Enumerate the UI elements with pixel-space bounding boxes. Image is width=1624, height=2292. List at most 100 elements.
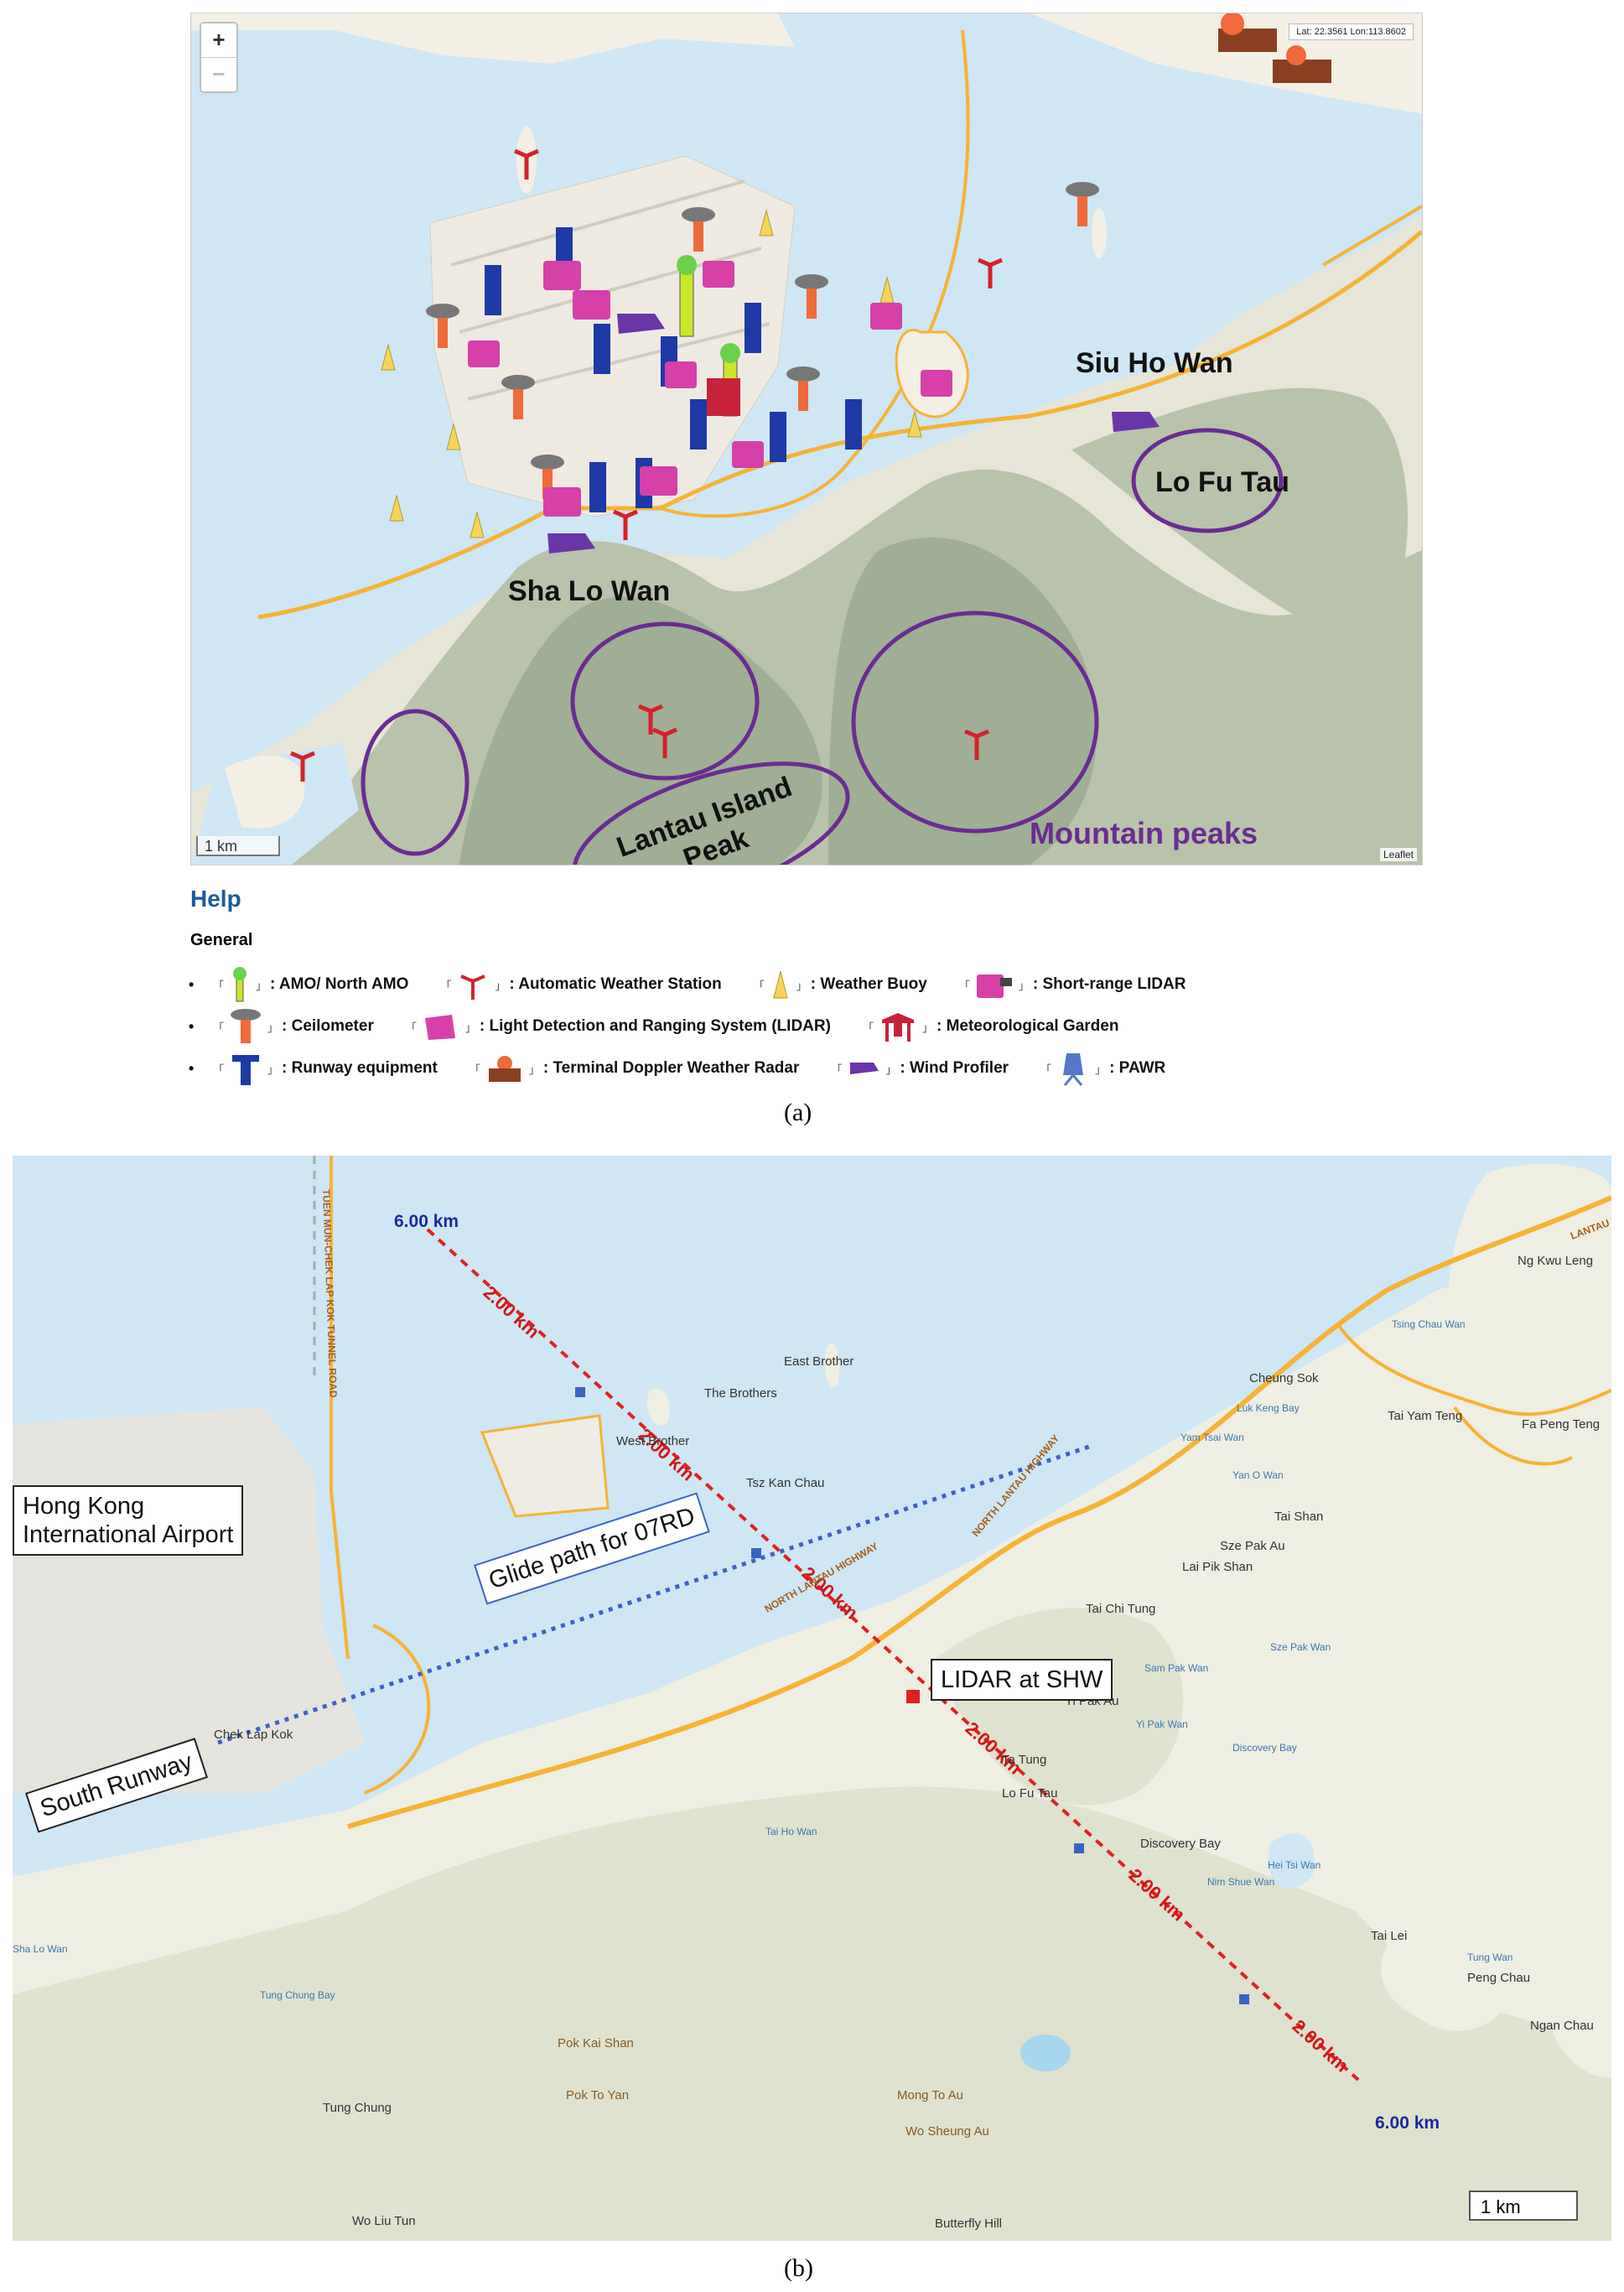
buoy-icon: [773, 970, 788, 999]
met-garden-marker: [707, 378, 740, 416]
scale-bar-b: 1 km: [1469, 2191, 1578, 2221]
place-label: Wo Sheung Au: [905, 2124, 989, 2139]
met-garden-icon: [881, 1013, 914, 1042]
wind-profiler-icon: [850, 1063, 879, 1074]
bullet: •: [189, 975, 195, 993]
place-label: Tsz Kan Chau: [746, 1476, 824, 1490]
place-label: Discovery Bay: [1232, 1742, 1297, 1754]
tdwr-icon: [488, 1056, 521, 1082]
coordinate-readout: Lat: 22.3561 Lon:113.8602: [1289, 23, 1414, 40]
distance-start: 6.00 km: [394, 1212, 459, 1231]
place-label: Ngan Chau: [1530, 2019, 1594, 2033]
legend-amo: 「」: AMO/ North AMO: [210, 966, 408, 1003]
legend-wind-profiler: 「」: Wind Profiler: [828, 1056, 1009, 1081]
place-label: Tai Yam Teng: [1388, 1409, 1462, 1423]
range-marker: [751, 1548, 761, 1558]
label-lo-fu-tau: Lo Fu Tau: [1155, 466, 1289, 498]
ceilometer-icon: [231, 1009, 262, 1043]
place-label: Tai Lei: [1371, 1929, 1407, 1943]
help-general-heading: General: [190, 931, 253, 949]
weather-station-icon: [460, 974, 486, 1000]
legend-met-garden: 「」: Meteorological Garden: [859, 1010, 1118, 1043]
legend-runway-equipment: 「」: Runway equipment: [210, 1050, 438, 1087]
help-title: Help: [190, 886, 241, 912]
legend-aws: 「」: Automatic Weather Station: [437, 968, 722, 1001]
lidar-icon: [424, 1015, 455, 1040]
place-label: Lai Pik Shan: [1182, 1560, 1253, 1574]
airport-label-line1: Hong Kong: [23, 1493, 145, 1520]
map-panel-b[interactable]: 6.00 km 6.00 km 2.00 km 2.00 km 2.00 km …: [13, 1156, 1611, 2241]
place-label: Lo Fu Tau: [1002, 1786, 1057, 1801]
place-label: Pok To Yan: [566, 2088, 629, 2102]
tdwr-markers: [1218, 13, 1331, 83]
place-label: East Brother: [784, 1354, 854, 1369]
label-sha-lo-wan: Sha Lo Wan: [508, 575, 670, 607]
short-lidar-icon: [976, 974, 1012, 998]
legend-row-1: • 「」: AMO/ North AMO 「」: Automatic Weath…: [189, 964, 1214, 1005]
glide-path-line: [217, 1442, 1095, 1745]
bullet: •: [189, 1059, 195, 1077]
bullet: •: [189, 1017, 195, 1035]
place-label: Hei Tsi Wan: [1268, 1859, 1320, 1871]
place-label: Fa Peng Teng: [1522, 1417, 1600, 1432]
legend-ceilometer: 「」: Ceilometer: [210, 1008, 374, 1045]
place-label: Yi Pak Wan: [1136, 1718, 1188, 1730]
scale-bar-a: 1 km: [196, 836, 280, 856]
place-label: West Brother: [616, 1434, 689, 1448]
range-marker: [1074, 1843, 1084, 1853]
place-label: Tai Ho Wan: [765, 1826, 817, 1837]
place-label: Tung Wan: [1467, 1952, 1512, 1963]
zoom-out-button[interactable]: −: [212, 61, 226, 86]
place-label: Peng Chau: [1467, 1971, 1530, 1985]
place-label: Sze Pak Au: [1220, 1539, 1285, 1553]
range-marker: [1239, 1994, 1249, 2004]
buoy-markers: [381, 209, 922, 538]
place-label: Ng Kwu Leng: [1518, 1254, 1593, 1268]
place-label: Sze Pak Wan: [1270, 1641, 1331, 1653]
place-label: The Brothers: [704, 1386, 777, 1401]
legend-row-2: • 「」: Ceilometer 「」: Light Detection and…: [189, 1006, 1147, 1047]
weather-station-markers: [290, 148, 1003, 782]
caption-a: (a): [784, 1099, 812, 1126]
place-label: Wo Liu Tun: [352, 2214, 416, 2228]
lidar-label-box: LIDAR at SHW: [931, 1659, 1113, 1701]
zoom-control: + −: [200, 22, 238, 93]
wind-profiler-markers: [547, 314, 1160, 554]
lidar-site-marker: [906, 1690, 920, 1703]
place-label: Tai Shan: [1274, 1510, 1323, 1524]
pawr-icon: [1063, 1053, 1084, 1086]
leaflet-attribution[interactable]: Leaflet: [1379, 848, 1417, 861]
runway-equipment-icon: [232, 1055, 260, 1085]
zoom-in-button[interactable]: +: [201, 23, 236, 58]
place-label: Discovery Bay: [1140, 1837, 1221, 1851]
place-label: Tung Chung: [323, 2101, 392, 2115]
legend-pawr: 「」: PAWR: [1037, 1050, 1165, 1087]
place-label: Tsing Chau Wan: [1392, 1318, 1466, 1330]
range-marker: [575, 1387, 585, 1397]
airport-label-box: Hong Kong International Airport: [13, 1485, 244, 1556]
place-label: Chek Lap Kok: [214, 1728, 293, 1742]
place-label: Ta Tung: [1002, 1753, 1046, 1767]
place-label: Cheung Sok: [1249, 1371, 1319, 1385]
map-panel-a[interactable]: Siu Ho Wan Lo Fu Tau Sha Lo Wan Lantau I…: [190, 13, 1423, 865]
amo-tower-icon: [233, 967, 247, 1002]
place-label: Tung Chung Bay: [260, 1989, 335, 2001]
caption-b: (b): [784, 2254, 813, 2282]
ceilometer-markers: [426, 182, 1099, 499]
mountain-peak-circles: [361, 428, 1284, 865]
place-label: Pok Kai Shan: [558, 2036, 634, 2050]
place-label: Mong To Au: [897, 2088, 963, 2102]
place-label: Luk Keng Bay: [1237, 1402, 1300, 1414]
distance-end: 6.00 km: [1375, 2113, 1440, 2133]
place-label: Nim Shue Wan: [1207, 1876, 1274, 1888]
label-mountain-peaks: Mountain peaks: [1030, 816, 1258, 850]
place-label: Yan O Wan: [1232, 1469, 1284, 1481]
map-b-canvas: 6.00 km 6.00 km 2.00 km 2.00 km 2.00 km …: [13, 1156, 1611, 2241]
legend-row-3: • 「」: Runway equipment 「」: Terminal Dopp…: [189, 1048, 1194, 1089]
legend-tdwr: 「」: Terminal Doppler Weather Radar: [466, 1052, 799, 1085]
legend-short-lidar: 「」: Short-range LIDAR: [956, 968, 1186, 1001]
legend-lidar: 「」: Light Detection and Ranging System (…: [402, 1010, 831, 1043]
lidar-markers: [468, 261, 952, 517]
airport-label-line2: International Airport: [23, 1521, 234, 1548]
map-a-canvas: Siu Ho Wan Lo Fu Tau Sha Lo Wan Lantau I…: [191, 13, 1422, 865]
